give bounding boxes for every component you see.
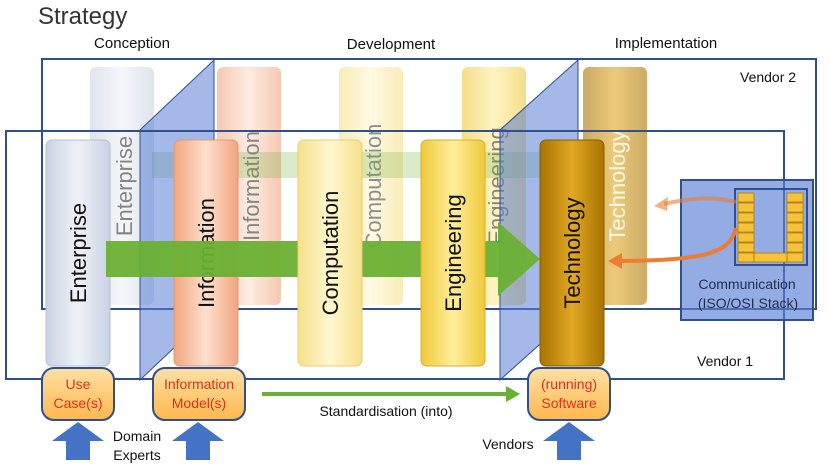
vendors-arrow	[543, 422, 595, 460]
information-model-box	[152, 367, 246, 421]
domain-experts-arrow-1	[52, 422, 104, 460]
comm-arrow-upper	[663, 196, 737, 206]
vendor1-label: Vendor 1	[697, 353, 753, 369]
phase-implementation: Implementation	[615, 35, 718, 52]
vendor2-label: Vendor 2	[740, 69, 796, 85]
domain-experts-arrow-2	[172, 422, 224, 460]
osi-stack-left	[737, 192, 755, 263]
vendors-label: Vendors	[482, 436, 533, 452]
technology-block	[539, 139, 605, 367]
comm-arrow-upper-head	[654, 197, 668, 211]
phase-conception: Conception	[94, 35, 170, 52]
communication-sublabel: (ISO/OSI Stack)	[698, 295, 798, 311]
stack-outline	[734, 188, 808, 266]
standardisation-arrow-head	[506, 386, 520, 402]
computation-block	[297, 139, 363, 367]
software-box	[527, 367, 611, 421]
back-enterprise-label: Enterprise	[112, 136, 137, 236]
comm-arrow-lower	[619, 227, 738, 263]
software-line2: Software	[541, 395, 596, 411]
back-technology-label: Technology	[605, 130, 630, 241]
back-computation-label: Computation	[361, 124, 386, 249]
back-information-label: Information	[239, 131, 264, 241]
software-line1: (running)	[541, 376, 597, 392]
comm-arrow-lower-head	[608, 253, 622, 269]
domain-experts-line2: Experts	[113, 447, 160, 463]
computation-label: Computation	[318, 191, 343, 316]
domain-experts-line1: Domain	[113, 428, 161, 444]
use-case-line2: Case(s)	[53, 395, 102, 411]
technology-label: Technology	[560, 197, 585, 308]
communication-label: Communication	[698, 276, 795, 292]
use-case-line1: Use	[66, 376, 91, 392]
enterprise-label: Enterprise	[66, 203, 91, 303]
information-model-line1: Information	[164, 376, 234, 392]
stack-bridge	[753, 252, 788, 263]
information-model-line2: Model(s)	[172, 395, 226, 411]
use-case-box	[41, 367, 115, 421]
engineering-block	[420, 139, 486, 367]
osi-stack-right	[786, 192, 804, 263]
engineering-label: Engineering	[441, 194, 466, 311]
phase-development: Development	[347, 36, 436, 53]
standardisation-label: Standardisation (into)	[319, 403, 452, 419]
diagram-title: Strategy	[38, 3, 127, 30]
